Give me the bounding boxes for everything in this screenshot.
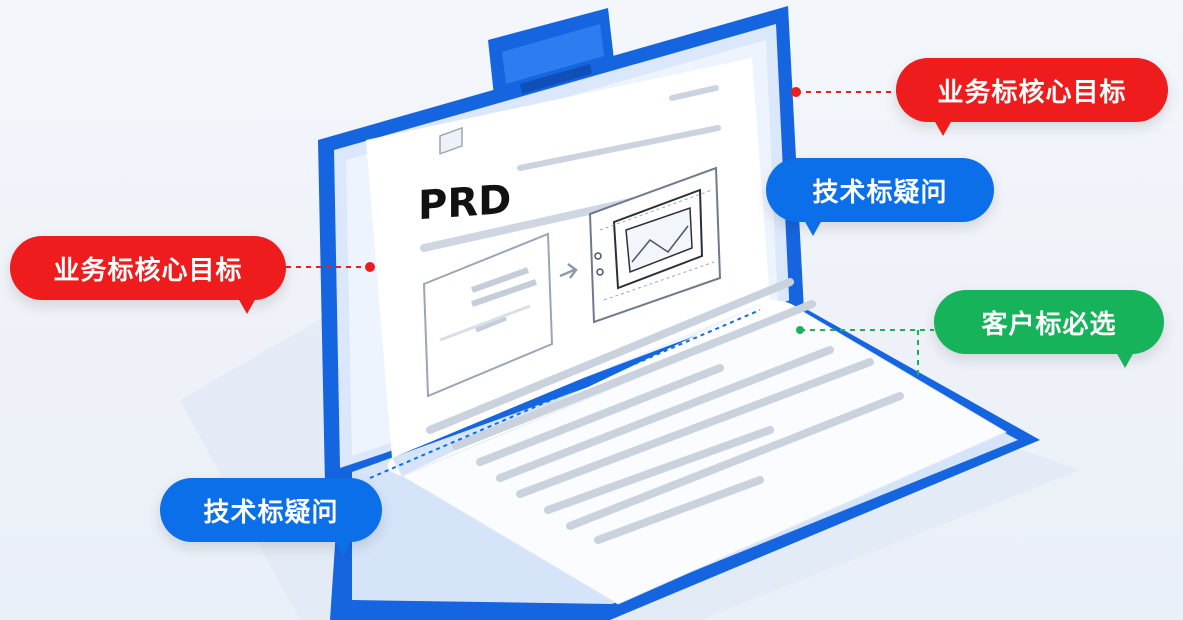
callout-business-goal-left: 业务标核心目标	[10, 236, 286, 314]
callout-customer-required: 客户标必选	[934, 290, 1164, 368]
wireframe-icon	[422, 126, 554, 398]
callout-business-goal-top: 业务标核心目标	[896, 58, 1168, 136]
callout-label: 客户标必选	[981, 309, 1117, 340]
clipboard-clip-icon	[488, 8, 614, 96]
paper-body-lines	[426, 278, 904, 544]
blueprint-icon	[588, 166, 722, 324]
callout-label: 技术标疑问	[812, 177, 948, 208]
callout-label: 业务标核心目标	[937, 77, 1127, 108]
arrow-right-icon	[559, 263, 578, 279]
callout-tech-question-left: 技术标疑问	[160, 478, 382, 556]
connector-lines	[286, 87, 934, 479]
callout-tech-question-right: 技术标疑问	[766, 158, 994, 236]
prd-title: PRD	[418, 176, 512, 230]
callout-label: 业务标核心目标	[53, 255, 243, 286]
callout-label: 技术标疑问	[203, 497, 339, 528]
